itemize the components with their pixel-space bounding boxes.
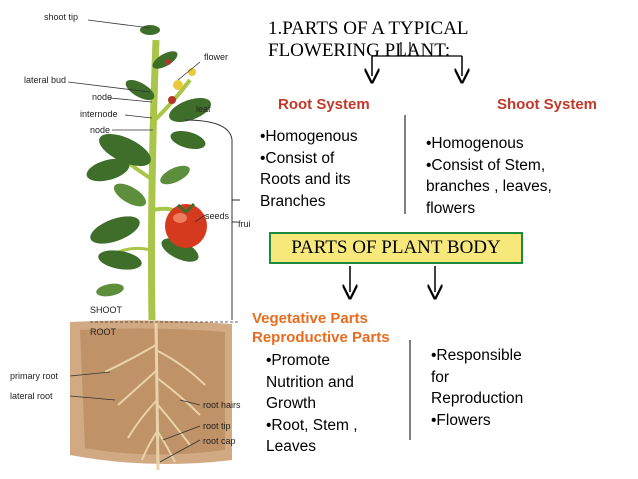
label-primary-root: primary root xyxy=(10,371,59,381)
label-root-tip: root tip xyxy=(203,421,231,431)
label-root: ROOT xyxy=(90,327,117,337)
label-leaf: leaf xyxy=(196,104,211,114)
fruit xyxy=(165,202,207,248)
parts-of-plant-body-box: PARTS OF PLANT BODY xyxy=(269,232,523,264)
diagram-title: 1.PARTS OF A TYPICAL FLOWERING PLANT: xyxy=(268,18,469,62)
label-shoot: SHOOT xyxy=(90,305,123,315)
veg-line-2: Nutrition and xyxy=(266,373,354,391)
label-shoot-tip: shoot tip xyxy=(44,12,78,22)
reproductive-heading: Reproductive Parts xyxy=(252,329,390,346)
label-root-cap: root cap xyxy=(203,436,236,446)
repro-line-3: Reproduction xyxy=(431,390,524,407)
root-line-2: •Consist of xyxy=(260,149,335,167)
label-fruit: fruit xyxy=(238,219,250,229)
label-seeds: seeds xyxy=(205,211,230,221)
shoot-line-3: branches , leaves, xyxy=(426,178,552,195)
shoot-system-heading: Shoot System xyxy=(497,96,598,113)
shoot-system-text: •Homogenous •Consist of Stem, branches ,… xyxy=(426,133,552,219)
vegetative-text: •Promote Nutrition and Growth •Root, Ste… xyxy=(266,350,358,458)
repro-line-4: •Flowers xyxy=(431,411,491,429)
shoot-line-1: •Homogenous xyxy=(426,135,524,152)
root-system-text: •Homogenous •Consist of Roots and its Br… xyxy=(260,126,358,212)
label-root-hairs: root hairs xyxy=(203,400,241,410)
root-line-1: •Homogenous xyxy=(260,128,358,145)
roots xyxy=(104,319,206,471)
root-system-heading: Root System xyxy=(278,96,370,113)
label-internode: internode xyxy=(80,109,118,119)
title-line-2: FLOWERING PLANT: xyxy=(268,40,451,61)
veg-line-3: Growth xyxy=(266,395,316,412)
veg-line-4: •Root, Stem , xyxy=(266,416,358,434)
veg-line-1: •Promote xyxy=(266,352,331,369)
stem xyxy=(148,39,160,321)
label-node-1: node xyxy=(92,92,112,102)
label-lateral-root: lateral root xyxy=(10,391,53,401)
root-line-4: Branches xyxy=(260,192,326,210)
reproductive-text: •Responsible for Reproduction •Flowers xyxy=(431,345,523,431)
label-lateral-bud: lateral bud xyxy=(24,75,66,85)
vegetative-heading: Vegetative Parts xyxy=(252,310,368,327)
pointer-lines xyxy=(67,19,240,463)
repro-line-2: for xyxy=(431,368,450,386)
label-node-2: node xyxy=(90,125,110,135)
plant-illustration: shoot tip flower lateral bud node leaf i… xyxy=(10,12,250,471)
root-line-3: Roots and its xyxy=(260,171,351,188)
leaves xyxy=(86,25,211,270)
repro-line-1: •Responsible xyxy=(431,347,522,364)
shoot-line-2: •Consist of Stem, xyxy=(426,156,546,174)
label-flower: flower xyxy=(204,52,228,62)
shoot-line-4: flowers xyxy=(426,199,476,217)
soil-texture xyxy=(80,328,225,455)
veg-line-5: Leaves xyxy=(266,438,316,455)
title-line-1: 1.PARTS OF A TYPICAL xyxy=(268,18,469,39)
